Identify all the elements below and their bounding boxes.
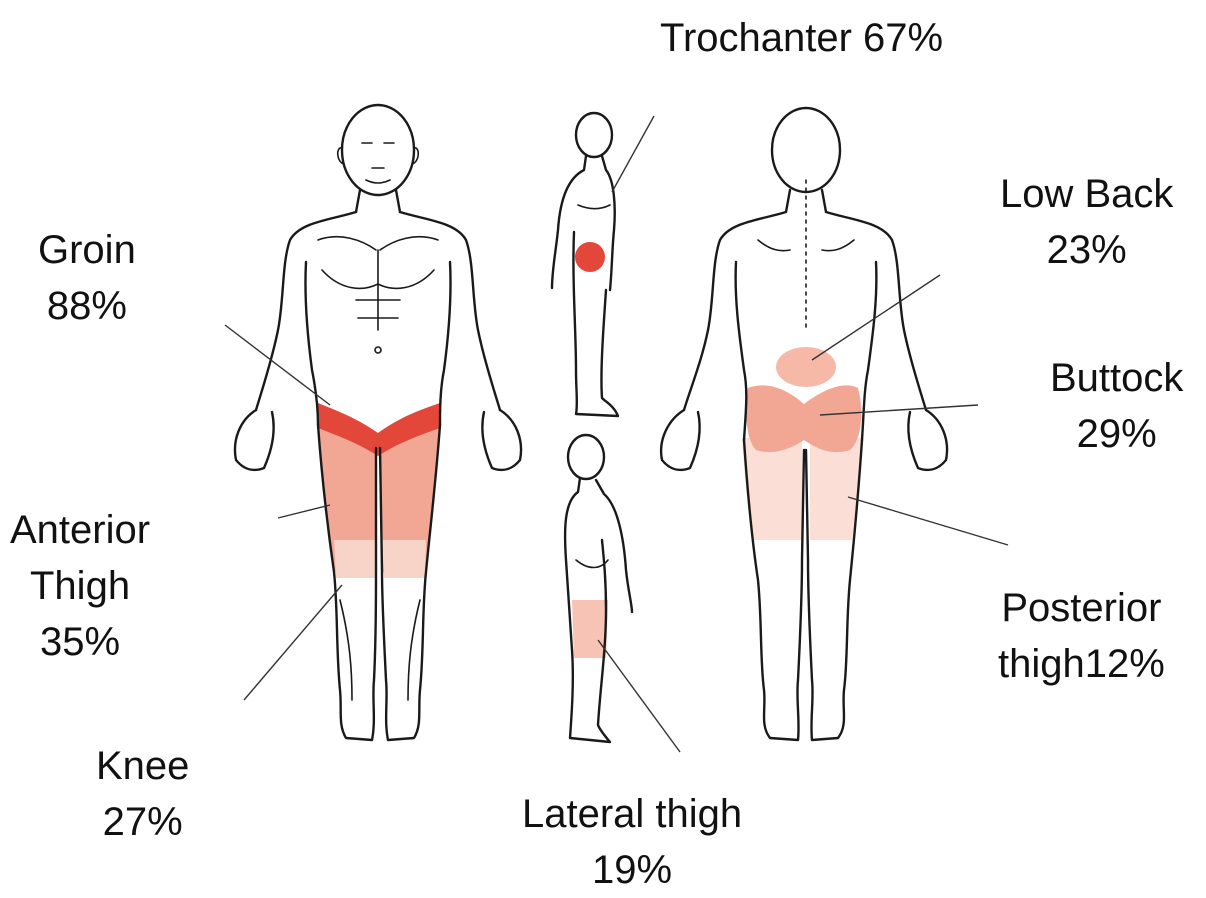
side-body-figure-lower (565, 435, 632, 742)
front-body-figure (235, 105, 521, 740)
groin-label-percent: 88% (38, 278, 136, 334)
anterior-thigh-label-percent: 35% (10, 614, 150, 670)
groin-label: Groin 88% (38, 222, 136, 334)
lateral-thigh-label: Lateral thigh 19% (522, 786, 742, 898)
lateral-thigh-label-percent: 19% (522, 842, 742, 898)
anterior-thigh-label: Anterior Thigh 35% (10, 502, 150, 670)
low-back-label-name: Low Back (1000, 166, 1173, 222)
buttock-label-name: Buttock (1050, 350, 1183, 406)
low-back-label: Low Back 23% (1000, 166, 1173, 278)
knee-region-right (382, 540, 426, 578)
knee-region (334, 540, 376, 578)
low-back-region (776, 347, 836, 387)
trochanter-label: Trochanter 67% (660, 10, 943, 66)
knee-label-percent: 27% (96, 794, 189, 850)
low-back-label-percent: 23% (1000, 222, 1173, 278)
groin-label-name: Groin (38, 222, 136, 278)
anterior-thigh-label-line2: Thigh (10, 558, 150, 614)
buttock-label: Buttock 29% (1050, 350, 1183, 462)
knee-label: Knee 27% (96, 738, 189, 850)
trochanter-region (575, 242, 605, 272)
knee-label-name: Knee (96, 738, 189, 794)
back-body-figure (661, 108, 947, 740)
posterior-thigh-label-line1: Posterior (998, 580, 1165, 636)
lateral-thigh-region (572, 600, 608, 658)
trochanter-label-text: Trochanter 67% (660, 10, 943, 66)
side-body-figure-upper (552, 113, 618, 416)
buttock-region (746, 385, 861, 452)
posterior-thigh-label: Posterior thigh12% (998, 580, 1165, 692)
buttock-label-percent: 29% (1050, 406, 1183, 462)
front-head (342, 105, 414, 195)
lateral-thigh-label-name: Lateral thigh (522, 786, 742, 842)
posterior-thigh-label-line2: thigh12% (998, 636, 1165, 692)
anterior-thigh-label-line1: Anterior (10, 502, 150, 558)
